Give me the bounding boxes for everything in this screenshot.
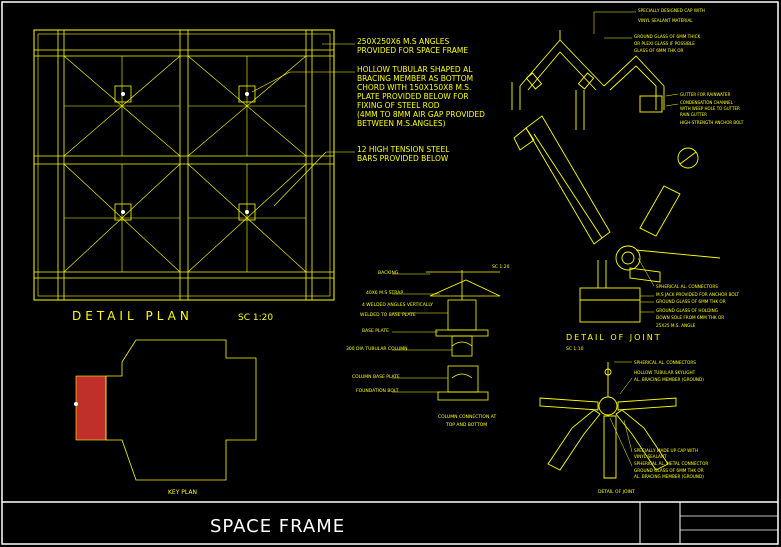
joint-top-note-3: OR PLEXI GLASS IF POSSIBLE bbox=[634, 41, 695, 46]
title-block: SPACE FRAME bbox=[2, 501, 778, 544]
column-note-7: FOUNDATION BOLT bbox=[356, 388, 399, 394]
joint-right-note-3: RAIN GUTTER bbox=[680, 112, 707, 117]
node-note-6: GROUND GLASS OF 6MM THK OR bbox=[634, 468, 704, 473]
joint-right-note-2: WITH WEEP HOLE TO GUTTER bbox=[680, 106, 740, 111]
key-plan-outline bbox=[74, 339, 257, 481]
detail-plan-grid bbox=[33, 29, 335, 301]
column-note-2: 4 WELDED ANGLES VERTICALLY bbox=[362, 302, 433, 308]
plan-note-2: HOLLOW TUBULAR SHAPED AL bbox=[357, 65, 473, 74]
node-note-1: HOLLOW TUBULAR SKYLIGHT bbox=[634, 370, 696, 375]
node-note-2: AL. BRACING MEMBER (GROUND) bbox=[634, 377, 704, 382]
joint-top-note-2: GROUND GLASS OF 6MM THICK bbox=[634, 34, 701, 39]
joint-section-title: DETAIL OF JOINT bbox=[566, 333, 662, 342]
joint-top-note-0: SPECIALLY DESIGNED CAP WITH bbox=[638, 8, 705, 13]
column-scale-tag: SC 1:20 bbox=[492, 264, 510, 270]
plan-note-3: BRACING MEMBER AS BOTTOM bbox=[357, 74, 473, 83]
joint-right-note-4: HIGH-STRENGTH ANCHOR BOLT bbox=[680, 120, 744, 125]
plan-note-10: BARS PROVIDED BELOW bbox=[357, 154, 449, 163]
node-note-5: SPHERICAL AL. METAL CONNECTOR bbox=[634, 461, 708, 466]
drawing-title: SPACE FRAME bbox=[210, 516, 345, 537]
column-note-0: BACKING bbox=[378, 270, 399, 276]
joint-right-notes: GUTTER FOR RAINWATER CONDENSATION CHANNE… bbox=[680, 92, 744, 125]
column-detail bbox=[426, 270, 501, 401]
column-note-1: 40X6 M.S STRAP bbox=[366, 290, 403, 296]
column-notes: BACKING 40X6 M.S STRAP 4 WELDED ANGLES V… bbox=[346, 264, 510, 394]
column-note-4: BASE PLATE bbox=[362, 328, 389, 334]
joint-lower-note-1: M.S JACK PROVIDED FOR ANCHOR BOLT bbox=[656, 292, 739, 297]
joint-right-note-0: GUTTER FOR RAINWATER bbox=[680, 92, 731, 97]
plan-note-5: PLATE PROVIDED BELOW FOR bbox=[357, 92, 469, 101]
plan-note-1: PROVIDED FOR SPACE FRAME bbox=[357, 46, 468, 55]
detail-plan-title: DETAIL PLAN bbox=[72, 309, 193, 323]
joint-top-note-1: VINYL SEALANT MATERIAL bbox=[638, 18, 693, 23]
plan-note-0: 250X250X6 M.S ANGLES bbox=[357, 37, 450, 46]
node-note-3: SPECIALLY MADE UP CAP WITH bbox=[634, 448, 698, 453]
node-leaders bbox=[609, 361, 633, 467]
column-caption-1: COLUMN CONNECTION AT bbox=[438, 414, 496, 420]
node-note-7: AL. BRACING MEMBER (GROUND) bbox=[634, 474, 704, 479]
plan-note-4: CHORD WITH 150X150X8 M.S. bbox=[357, 83, 471, 92]
joint-top-notes: SPECIALLY DESIGNED CAP WITH VINYL SEALAN… bbox=[634, 8, 705, 53]
plan-notes: 250X250X6 M.S ANGLES PROVIDED FOR SPACE … bbox=[357, 37, 485, 163]
joint-leaders bbox=[593, 11, 679, 313]
joint-lower-note-5: 25X25 M.S. ANGLE bbox=[656, 323, 696, 328]
plan-note-6: FIXING OF STEEL ROD bbox=[357, 101, 440, 110]
node-detail-caption: DETAIL OF JOINT bbox=[598, 489, 635, 495]
plan-leaders bbox=[251, 43, 355, 207]
joint-lower-note-0: SPHERICAL AL. CONNECTORS bbox=[656, 284, 718, 289]
joint-section-scale: SC 1:10 bbox=[566, 346, 584, 352]
joint-top-note-4: GLASS OF 6MM THK OR bbox=[634, 48, 684, 53]
joint-lower-notes: SPHERICAL AL. CONNECTORS M.S JACK PROVID… bbox=[656, 284, 739, 328]
column-note-5: 300 DIA TUBULAR COLUMN bbox=[346, 346, 408, 352]
joint-lower-note-4: DOWN SOLE FROM 6MM THK OR bbox=[656, 315, 724, 320]
joint-section bbox=[511, 30, 721, 323]
detail-plan-scale: SC 1:20 bbox=[238, 313, 273, 323]
node-detail bbox=[539, 362, 677, 479]
joint-lower-note-3: GROUND GLASS OF HOLDING bbox=[656, 308, 718, 313]
node-note-0: SPHERICAL AL. CONNECTORS bbox=[634, 360, 696, 365]
column-leaders bbox=[392, 273, 452, 393]
joint-right-note-1: CONDENSATION CHANNEL bbox=[680, 100, 734, 105]
node-notes: SPHERICAL AL. CONNECTORS HOLLOW TUBULAR … bbox=[634, 360, 708, 479]
column-caption-2: TOP AND BOTTOM bbox=[445, 422, 487, 428]
key-plan-label: KEY PLAN bbox=[168, 489, 197, 496]
joint-lower-note-2: GROUND GLASS OF 6MM THK OR bbox=[656, 299, 726, 304]
plan-note-9: 12 HIGH TENSION STEEL bbox=[357, 145, 450, 154]
column-note-3: WELDED TO BASE PLATE bbox=[360, 312, 416, 318]
node-note-4: VINYL SEALANT bbox=[634, 454, 667, 459]
column-note-6: COLUMN BASE PLATE bbox=[352, 374, 400, 380]
plan-note-7: (4MM TO 8MM AIR GAP PROVIDED bbox=[357, 110, 485, 119]
plan-note-8: BETWEEN M.S.ANGLES) bbox=[357, 119, 446, 128]
